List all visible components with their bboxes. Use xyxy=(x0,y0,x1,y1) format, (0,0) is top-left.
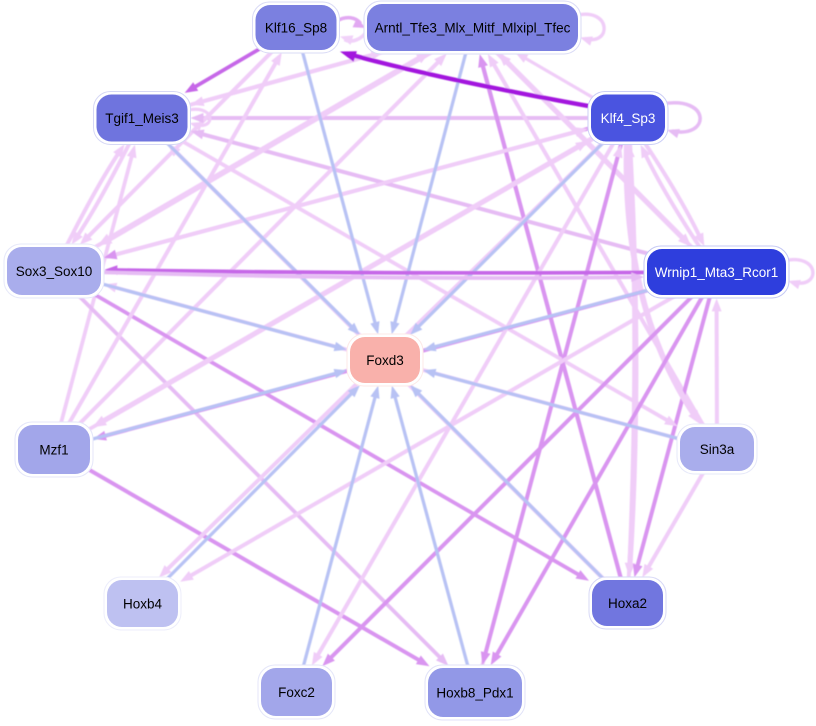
svg-text:Foxc2: Foxc2 xyxy=(278,685,315,700)
svg-text:Hoxa2: Hoxa2 xyxy=(608,596,647,611)
svg-text:Arntl_Tfe3_Mlx_Mitf_Mlxipl_Tfe: Arntl_Tfe3_Mlx_Mitf_Mlxipl_Tfec xyxy=(375,21,571,36)
svg-text:Tgif1_Meis3: Tgif1_Meis3 xyxy=(105,111,179,126)
svg-text:Mzf1: Mzf1 xyxy=(39,443,68,458)
svg-text:Hoxb4: Hoxb4 xyxy=(123,597,163,612)
svg-text:Sin3a: Sin3a xyxy=(700,442,735,457)
svg-text:Hoxb8_Pdx1: Hoxb8_Pdx1 xyxy=(436,686,513,701)
svg-text:Sox3_Sox10: Sox3_Sox10 xyxy=(16,264,93,279)
svg-text:Klf16_Sp8: Klf16_Sp8 xyxy=(265,21,327,36)
svg-text:Foxd3: Foxd3 xyxy=(366,353,404,368)
svg-text:Wrnip1_Mta3_Rcor1: Wrnip1_Mta3_Rcor1 xyxy=(655,265,779,280)
svg-text:Klf4_Sp3: Klf4_Sp3 xyxy=(601,111,656,126)
